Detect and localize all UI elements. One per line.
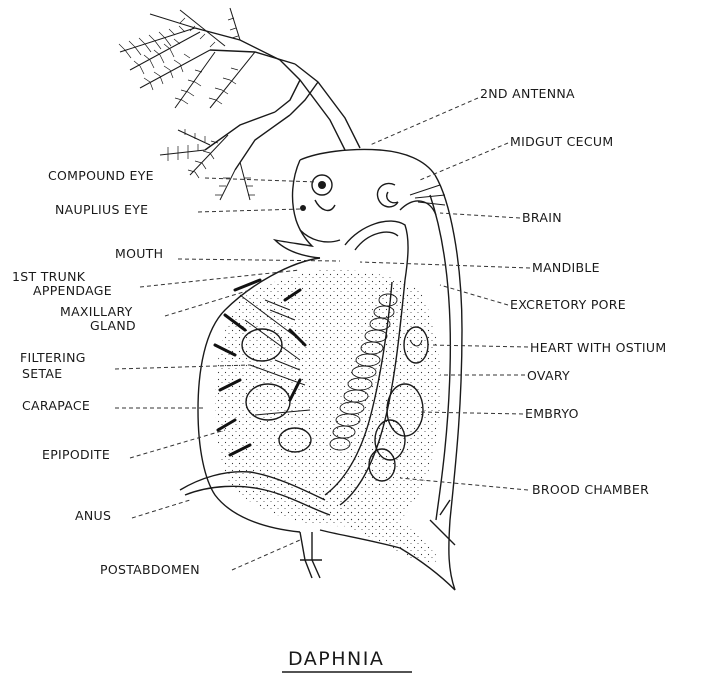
label-midgut-cecum: MIDGUT CECUM	[510, 134, 613, 149]
label-brood-chamber: BROOD CHAMBER	[532, 482, 649, 497]
label-filtering-setae-line2: SETAE	[22, 366, 62, 381]
label-carapace: CARAPACE	[22, 398, 90, 413]
label-postabdomen: POSTABDOMEN	[100, 562, 200, 577]
label-mouth: MOUTH	[115, 246, 163, 261]
label-ovary: OVARY	[527, 368, 570, 383]
carapace-drawing	[198, 149, 462, 590]
label-first-trunk-appendage-line1: 1ST TRUNK	[12, 269, 86, 284]
label-compound-eye: COMPOUND EYE	[48, 168, 154, 183]
second-antenna-drawing	[119, 8, 360, 200]
label-nauplius-eye: NAUPLIUS EYE	[55, 202, 148, 217]
label-heart-with-ostium: HEART WITH OSTIUM	[530, 340, 666, 355]
label-maxillary-gland-line1: MAXILLARY	[60, 304, 133, 319]
diagram-title: DAPHNIA	[288, 648, 384, 670]
label-filtering-setae-line1: FILTERING	[20, 350, 86, 365]
label-maxillary-gland-line2: GLAND	[90, 318, 136, 333]
label-first-trunk-appendage-line2: APPENDAGE	[33, 283, 112, 298]
label-embryo: EMBRYO	[525, 406, 579, 421]
label-anus: ANUS	[75, 508, 111, 523]
label-brain: BRAIN	[522, 210, 562, 225]
label-epipodite: EPIPODITE	[42, 447, 110, 462]
label-mandible: MANDIBLE	[532, 260, 600, 275]
label-excretory-pore: EXCRETORY PORE	[510, 297, 626, 312]
label-second-antenna: 2ND ANTENNA	[480, 86, 575, 101]
